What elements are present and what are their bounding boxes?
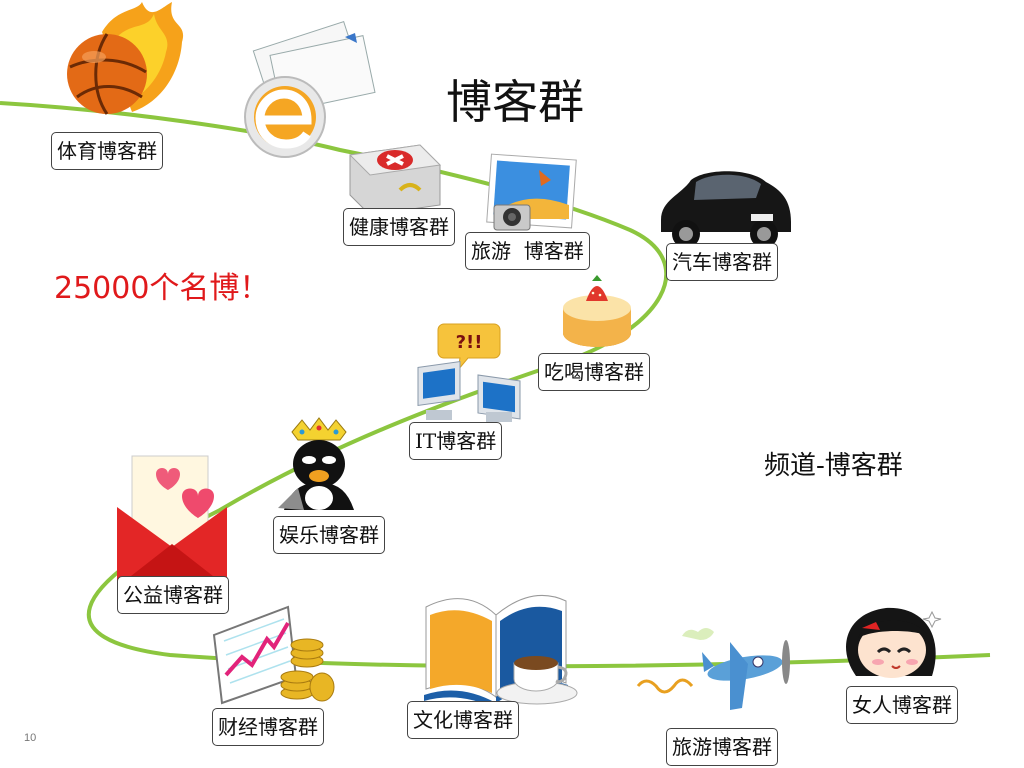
finance-chart-icon: [212, 605, 335, 705]
ie-email-icon: [244, 20, 376, 158]
label-it: IT博客群: [409, 422, 503, 460]
camera-photo-icon: [486, 153, 577, 231]
label-sports: 体育博客群: [51, 132, 163, 170]
label-travel-2: 旅游博客群: [666, 728, 778, 766]
slide-title: 博客群: [446, 75, 584, 129]
label-charity: 公益博客群: [117, 576, 229, 614]
label-travel-1: 旅游 博客群: [465, 232, 590, 270]
slide-number: 10: [24, 732, 37, 744]
girl-face-icon: [846, 607, 942, 678]
label-culture: 文化博客群: [407, 701, 519, 739]
label-auto: 汽车博客群: [666, 243, 778, 281]
penguin-king-icon: [278, 417, 354, 510]
flaming-basketball-icon: [67, 2, 184, 115]
book-coffee-icon: [424, 594, 578, 709]
label-food: 吃喝博客群: [538, 353, 650, 391]
love-envelope-icon: [117, 455, 227, 587]
channel-caption: 频道-博客群: [764, 451, 903, 481]
label-health: 健康博客群: [343, 208, 455, 246]
computers-icon: [417, 360, 521, 422]
cake-icon: [563, 275, 631, 347]
first-aid-kit-icon: [348, 144, 442, 216]
airplane-icon: [636, 628, 790, 710]
speech-bubble-icon: ?!!: [437, 323, 501, 372]
label-women: 女人博客群: [846, 686, 958, 724]
car-icon: [661, 171, 791, 248]
label-entertainment: 娱乐博客群: [273, 516, 385, 554]
label-finance: 财经博客群: [212, 708, 324, 746]
blogger-count-highlight: 25000个名博！: [54, 271, 270, 306]
speech-bubble-text: ?!!: [456, 332, 483, 353]
